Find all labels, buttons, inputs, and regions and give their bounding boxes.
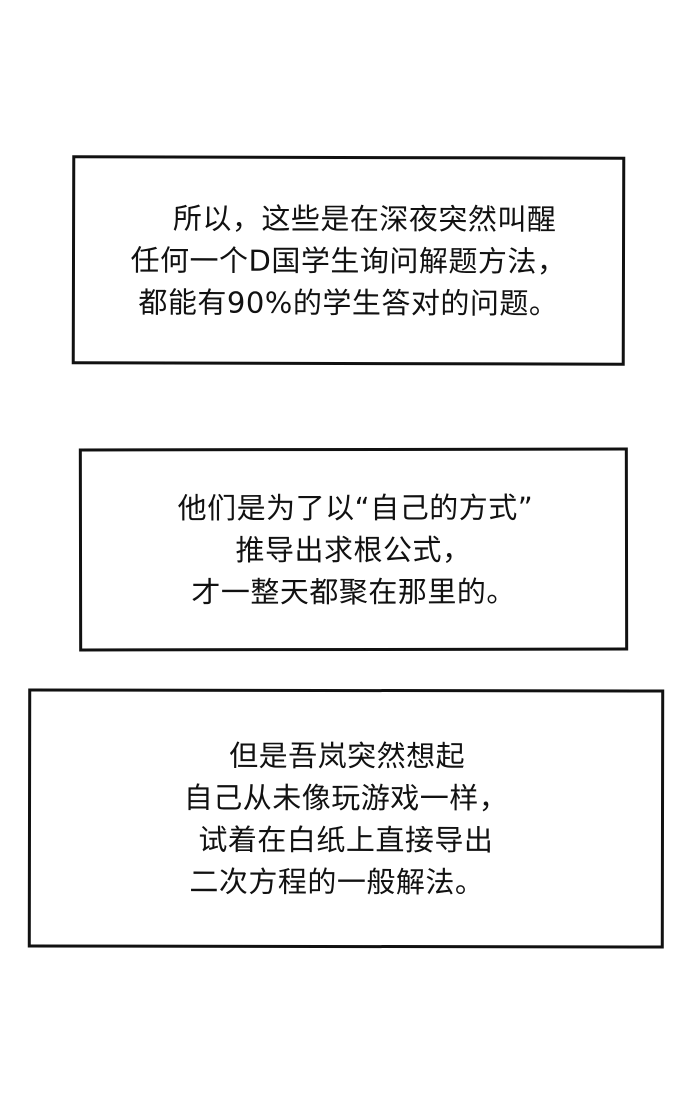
narration-line: 他们是为了以“自己的方式” xyxy=(177,490,534,525)
narration-line: 才一整天都聚在那里的。 xyxy=(191,574,516,609)
narration-line: 任何一个D国学生询问解题方法， xyxy=(130,242,567,279)
narration-box-1: 所以，这些是在深夜突然叫醒 任何一个D国学生询问解题方法， 都能有90%的学生答… xyxy=(71,155,626,366)
narration-line: 二次方程的一般解法。 xyxy=(189,864,485,899)
narration-box-3: 但是吾岚突然想起 自己从未像玩游戏一样， 试着在白纸上直接导出 二次方程的一般解… xyxy=(27,688,665,949)
narration-line: 都能有90%的学生答对的问题。 xyxy=(138,284,559,321)
narration-line: 但是吾岚突然想起 xyxy=(229,738,466,773)
narration-box-2: 他们是为了以“自己的方式” 推导出求根公式， 才一整天都聚在那里的。 xyxy=(78,447,629,652)
narration-line: 试着在白纸上直接导出 xyxy=(198,822,494,857)
narration-line: 自己从未像玩游戏一样， xyxy=(183,780,509,815)
narration-line: 所以，这些是在深夜突然叫醒 xyxy=(172,201,557,237)
narration-line: 推导出求根公式， xyxy=(235,532,472,567)
